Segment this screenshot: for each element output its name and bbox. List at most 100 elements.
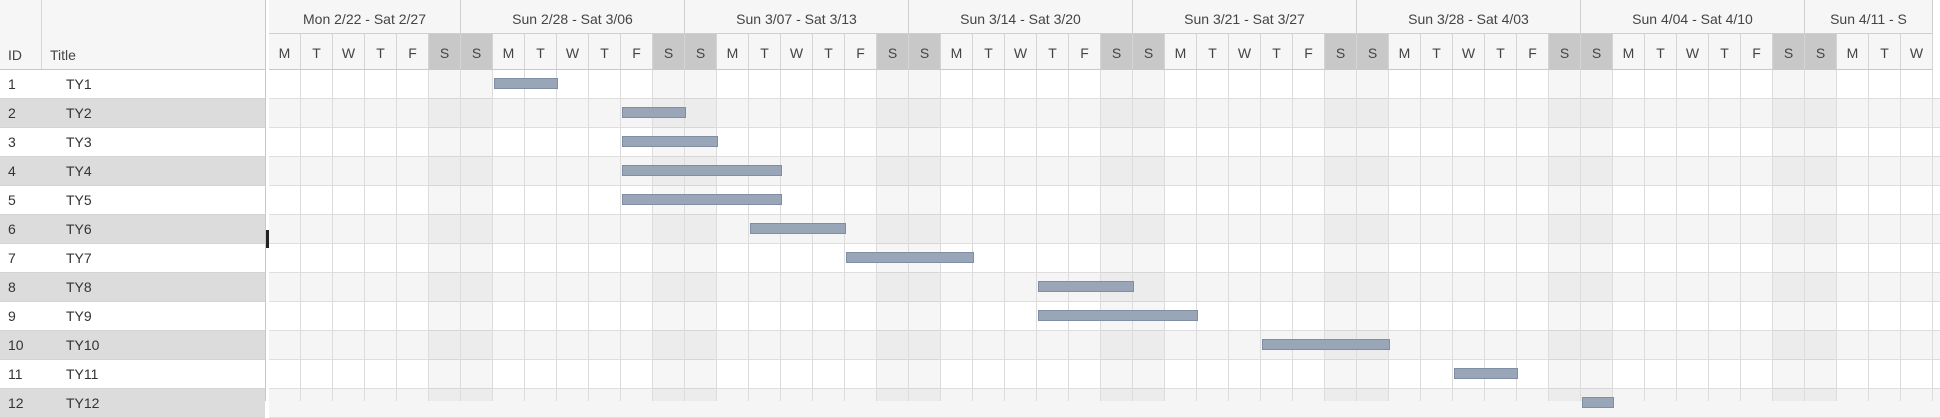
day-header: T	[1709, 34, 1741, 70]
day-header: W	[333, 34, 365, 70]
grid-row[interactable]: 1 TY1	[0, 70, 265, 99]
week-header: Mon 2/22 - Sat 2/27	[269, 0, 461, 34]
day-column	[1581, 70, 1613, 401]
day-header: W	[557, 34, 589, 70]
day-column	[1421, 70, 1453, 401]
day-column	[717, 70, 749, 401]
day-column	[909, 70, 941, 401]
task-bar-ty9[interactable]	[1038, 310, 1198, 321]
day-column	[1325, 70, 1357, 401]
day-header: M	[1837, 34, 1869, 70]
timeline-row	[269, 128, 1940, 157]
task-bar-ty4[interactable]	[622, 165, 782, 176]
task-bar-ty5[interactable]	[622, 194, 782, 205]
timeline-row	[269, 99, 1940, 128]
grid-row[interactable]: 8 TY8	[0, 273, 265, 302]
day-header: S	[461, 34, 493, 70]
day-header: W	[1005, 34, 1037, 70]
day-header: M	[941, 34, 973, 70]
day-header: S	[1133, 34, 1165, 70]
task-bar-ty11[interactable]	[1454, 368, 1518, 379]
day-column	[749, 70, 781, 401]
day-column	[461, 70, 493, 401]
day-column	[333, 70, 365, 401]
pane-splitter-handle[interactable]	[266, 230, 269, 248]
day-column	[525, 70, 557, 401]
week-header: Sun 3/07 - Sat 3/13	[685, 0, 909, 34]
row-title-cell: TY8	[66, 279, 92, 295]
day-header: T	[1421, 34, 1453, 70]
day-column	[1485, 70, 1517, 401]
timeline-row	[269, 186, 1940, 215]
day-column	[1901, 70, 1933, 401]
day-header: F	[845, 34, 877, 70]
row-id-cell: 1	[8, 76, 16, 92]
day-header: F	[1069, 34, 1101, 70]
row-title-cell: TY5	[66, 192, 92, 208]
day-header: M	[1165, 34, 1197, 70]
day-header: T	[301, 34, 333, 70]
day-header: W	[1453, 34, 1485, 70]
timeline-row	[269, 157, 1940, 186]
column-header-id[interactable]: ID	[0, 0, 42, 69]
timeline-row	[269, 70, 1940, 99]
day-header: F	[1741, 34, 1773, 70]
week-header: Sun 2/28 - Sat 3/06	[461, 0, 685, 34]
day-column	[1133, 70, 1165, 401]
day-column	[845, 70, 877, 401]
task-bar-ty12[interactable]	[1582, 397, 1614, 408]
day-header: S	[653, 34, 685, 70]
row-id-cell: 5	[8, 192, 16, 208]
grid-header: ID Title	[0, 0, 265, 70]
day-header: T	[813, 34, 845, 70]
day-column	[877, 70, 909, 401]
task-bar-ty1[interactable]	[494, 78, 558, 89]
day-column	[1453, 70, 1485, 401]
week-header: Sun 4/11 - S	[1805, 0, 1933, 34]
column-header-title[interactable]: Title	[50, 47, 76, 63]
day-header: M	[493, 34, 525, 70]
row-id-cell: 8	[8, 279, 16, 295]
row-id-cell: 4	[8, 163, 16, 179]
day-column	[1101, 70, 1133, 401]
day-column	[301, 70, 333, 401]
day-column	[1709, 70, 1741, 401]
day-header: T	[1261, 34, 1293, 70]
task-bar-ty6[interactable]	[750, 223, 846, 234]
day-header: S	[1325, 34, 1357, 70]
day-header: W	[781, 34, 813, 70]
day-column	[1037, 70, 1069, 401]
day-header: S	[429, 34, 461, 70]
task-bar-ty10[interactable]	[1262, 339, 1390, 350]
row-title-cell: TY9	[66, 308, 92, 324]
day-header: T	[973, 34, 1005, 70]
row-id-cell: 10	[8, 337, 24, 353]
day-column	[1517, 70, 1549, 401]
day-header: F	[397, 34, 429, 70]
day-header: W	[1901, 34, 1933, 70]
day-header: T	[589, 34, 621, 70]
row-title-cell: TY1	[66, 76, 92, 92]
day-header: T	[1197, 34, 1229, 70]
grid-row[interactable]: 5 TY5	[0, 186, 265, 215]
task-bar-ty7[interactable]	[846, 252, 974, 263]
task-bar-ty3[interactable]	[622, 136, 718, 147]
day-column	[1357, 70, 1389, 401]
day-header: W	[1677, 34, 1709, 70]
task-bar-ty8[interactable]	[1038, 281, 1134, 292]
timeline-row	[269, 244, 1940, 273]
day-column	[1261, 70, 1293, 401]
task-bar-ty2[interactable]	[622, 107, 686, 118]
day-header: T	[749, 34, 781, 70]
